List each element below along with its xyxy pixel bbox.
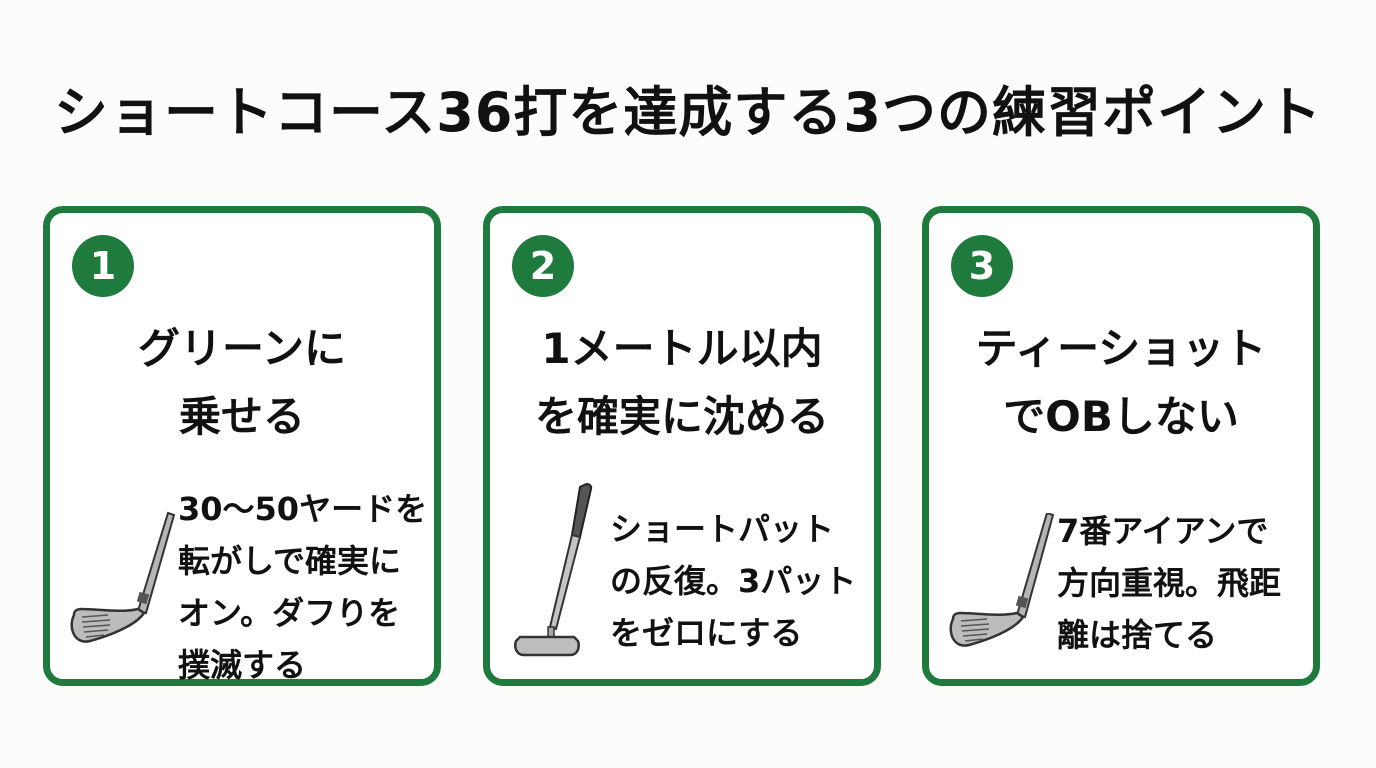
putter-icon	[514, 483, 593, 657]
number-badge: 3	[951, 235, 1013, 297]
card-heading: グリーンに 乗せる	[138, 324, 346, 441]
card-body: 30〜50ヤードを 転がしで確実に オン。ダフりを 撲滅する	[178, 490, 428, 684]
iron-club-icon	[949, 513, 1055, 647]
card-heading: 1メートル以内 を確実に沈める	[534, 324, 829, 441]
card-heading: ティーショット でOBしない	[975, 324, 1267, 441]
tip-card-3: 3 ティーショット でOBしない 7番アイアンで 方向重視。飛距 離は捨てる	[922, 206, 1320, 686]
iron-club-icon	[70, 511, 176, 643]
number-badge: 1	[72, 235, 134, 297]
card-body: 7番アイアンで 方向重視。飛距 離は捨てる	[1057, 512, 1282, 654]
page-title: ショートコース36打を達成する3つの練習ポイント	[53, 81, 1323, 144]
number-badge: 2	[512, 235, 574, 297]
card-body: ショートパット の反復。3パット をゼロにする	[610, 510, 857, 652]
tip-card-2: 2 1メートル以内 を確実に沈める ショートパット の反復。3パット をゼロにす…	[483, 206, 881, 686]
tip-card-1: 1 グリーンに 乗せる 30〜50ヤードを 転がしで確実に オン。ダフりを 撲滅…	[43, 206, 441, 686]
